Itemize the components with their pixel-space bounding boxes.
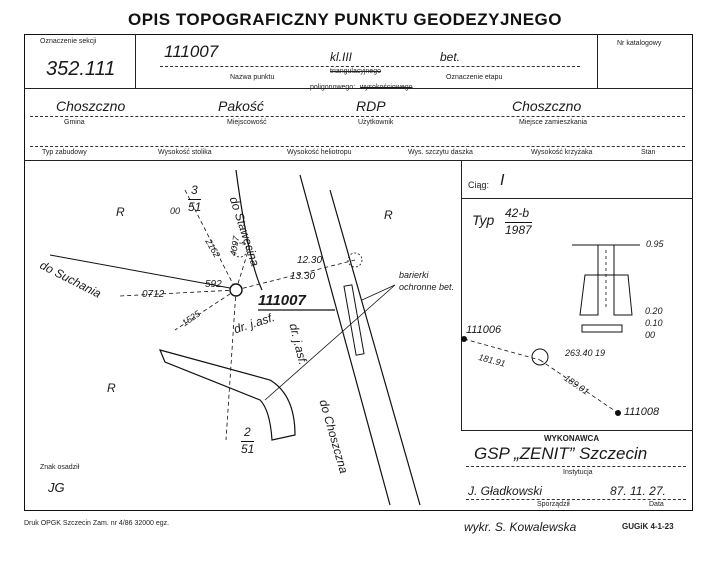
cross-label: Wysokość krzyżaka — [531, 149, 593, 156]
section-value: 352.111 — [46, 58, 116, 80]
state-label: Stan — [641, 149, 656, 156]
form-code: GUGiK 4-1-23 — [622, 522, 674, 531]
locality-value: Pakość — [218, 98, 264, 114]
depth-00: 00 — [645, 330, 656, 340]
point-top-den: 51 — [188, 199, 202, 214]
typ-year: 1987 — [505, 222, 532, 237]
type-label: Typ zabudowy — [42, 149, 87, 156]
user-value: RDP — [356, 98, 386, 114]
barrier-label-2: ochronne bet. — [399, 282, 455, 292]
dist-00: 00 — [170, 206, 181, 216]
catalog-label: Nr katalogowy — [617, 40, 662, 47]
dash-line — [30, 116, 685, 117]
right-point: 111008 — [624, 406, 660, 418]
barrier-label-1: barierki — [399, 270, 429, 280]
gmina-value: Choszczno — [56, 98, 126, 114]
point-bottom-den: 51 — [241, 441, 255, 456]
area-r: R — [384, 208, 393, 222]
area-r: R — [116, 205, 125, 219]
divider — [461, 160, 462, 430]
divider — [461, 430, 693, 431]
main-point: 111007 — [258, 292, 306, 309]
class-value: kl.III — [330, 50, 353, 64]
company: GSP „ZENIT” Szczecin — [474, 444, 648, 463]
executor-label: WYKONAWCA — [544, 434, 600, 443]
point-number: 111007 — [164, 42, 219, 61]
author-label: Sporządził — [537, 501, 570, 508]
height-label: wysokościowego — [360, 84, 413, 91]
depth-095: 0.95 — [646, 239, 664, 249]
ciag-label: Ciąg: — [468, 180, 490, 190]
left-point: 111006 — [466, 324, 502, 336]
dist-1330: 13.30 — [290, 271, 316, 282]
typ-num: 42-b — [505, 206, 530, 220]
dash-line — [160, 66, 580, 67]
point-top-num: 3 — [191, 183, 198, 197]
residence-label: Miejsce zamieszkania — [519, 119, 588, 126]
institution-label: Instytucja — [563, 469, 593, 476]
divider — [135, 34, 136, 88]
page-title: OPIS TOPOGRAFICZNY PUNKTU GEODEZYJNEGO — [128, 10, 562, 29]
copied-by: wykr. S. Kowalewska — [464, 520, 577, 534]
depth-010: 0.10 — [645, 318, 663, 328]
column-h-label: Wysokość stolika — [158, 149, 212, 156]
form-frame — [24, 34, 693, 511]
locality-label: Miejscowość — [227, 119, 267, 126]
divider — [597, 34, 598, 88]
angle: 263.40 19 — [565, 348, 606, 358]
dash-line — [466, 499, 686, 500]
dist-592: 592 — [205, 279, 222, 290]
user-label: Użytkownik — [358, 119, 394, 126]
typ-label: Typ — [472, 212, 495, 228]
date: 87. 11. 27. — [610, 484, 666, 498]
date-label: Data — [649, 501, 664, 508]
roof-label: Wys. szczytu daszka — [408, 149, 473, 156]
residence-value: Choszczno — [512, 98, 582, 114]
polygon-label: poligonowego: — [310, 84, 356, 91]
point-bottom-num: 2 — [244, 425, 251, 439]
print-info: Druk OPGK Szczecin Zam. nr 4/86 32000 eg… — [24, 520, 170, 527]
author: J. Gładkowski — [468, 484, 543, 498]
dist-1230: 12.30 — [297, 255, 323, 266]
name-label: Nazwa punktu — [230, 74, 275, 81]
marker-label: Znak osadził — [40, 464, 80, 471]
divider — [461, 198, 693, 199]
marker-value: JG — [48, 480, 65, 495]
material-value: bet. — [440, 50, 461, 64]
row-divider — [24, 160, 693, 161]
stage-label: Oznaczenie etapu — [446, 74, 503, 81]
dash-line — [466, 466, 686, 467]
row-divider — [24, 88, 693, 89]
heliotrope-label: Wysokość heliotropu — [287, 149, 352, 156]
dist-0712: 0712 — [142, 289, 165, 300]
triang-label: triangulacyjnego — [330, 68, 381, 75]
section-label: Oznaczenie sekcji — [40, 38, 97, 45]
ciag-value: I — [500, 172, 505, 189]
depth-020: 0.20 — [645, 306, 663, 316]
gmina-label: Gmina — [64, 119, 85, 126]
area-r: R — [107, 381, 116, 395]
dash-line — [30, 146, 685, 147]
